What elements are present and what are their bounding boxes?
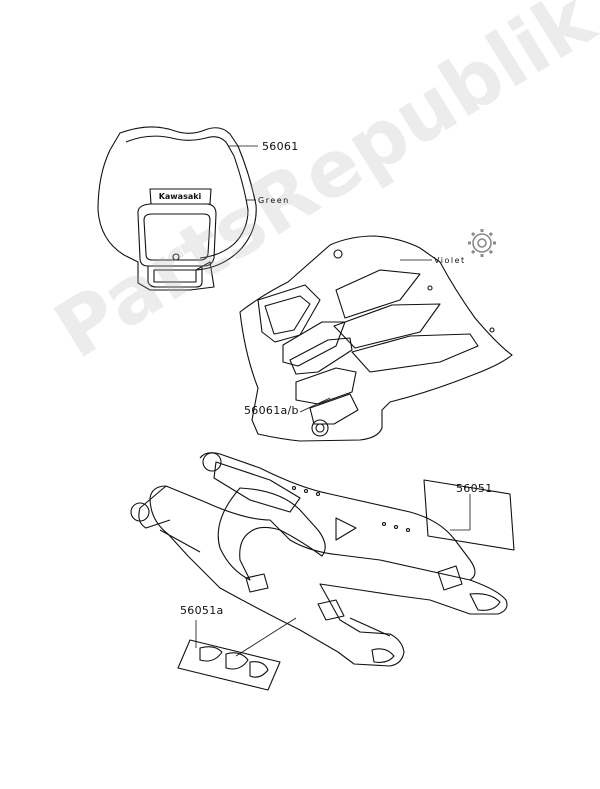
part-label-56061ab: 56061a/b: [244, 404, 299, 417]
color-label-green: Green: [258, 196, 290, 205]
swing-arm: [130, 452, 508, 667]
radiator-shroud: [239, 235, 513, 442]
part-label-56051: 56051: [456, 482, 493, 495]
decal-56051: [423, 479, 515, 551]
gear-icon: [468, 229, 496, 257]
kawasaki-logo: Kawasaki: [159, 192, 202, 201]
color-label-violet: Violet: [434, 256, 466, 265]
decal-56051a: [177, 639, 281, 691]
leader-lines: [195, 145, 471, 657]
part-label-56061: 56061: [262, 140, 299, 153]
part-label-56051a: 56051a: [180, 604, 224, 617]
headlight-cowl: [97, 126, 257, 291]
